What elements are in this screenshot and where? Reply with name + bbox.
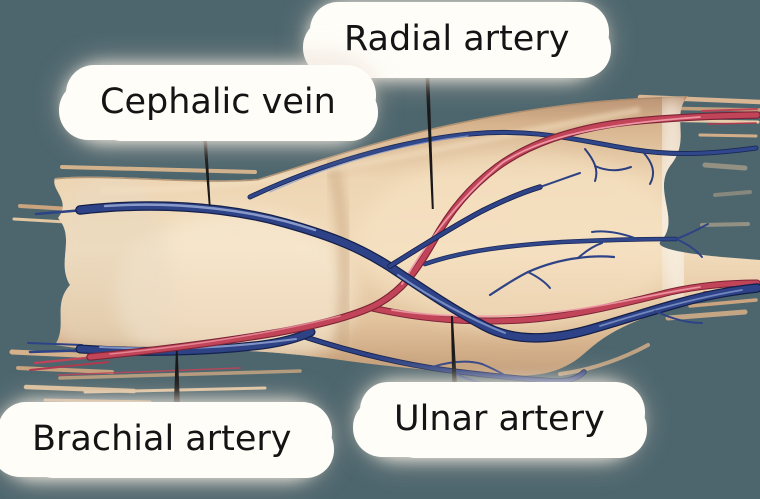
label-brachial-artery: Brachial artery [10, 414, 314, 468]
cephalic-vein-vessel [34, 172, 760, 343]
torn-edge-white-band [655, 96, 691, 301]
leader-line-cephalic-vein [202, 131, 211, 206]
superficial-vein-branches [247, 129, 759, 386]
leader-line-radial-artery [424, 61, 434, 209]
leader-line-ulnar-artery [450, 316, 458, 400]
label-radial-artery: Radial artery [322, 14, 592, 68]
label-cephalic-vein: Cephalic vein [78, 77, 358, 131]
ulnar-artery-vessel [368, 279, 760, 325]
leader-line-brachial-artery [173, 351, 181, 410]
label-ulnar-artery: Ulnar artery [372, 394, 627, 448]
leader-lines [173, 61, 458, 410]
